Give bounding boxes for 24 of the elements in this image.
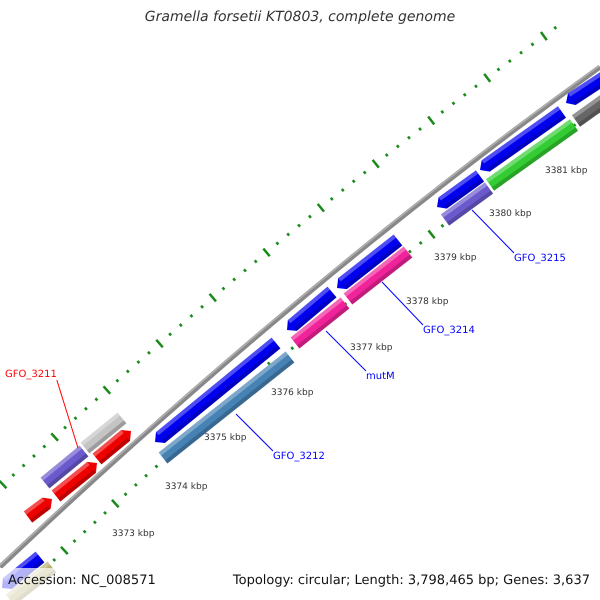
scale-label: 3375 kbp [204, 433, 246, 443]
gene-name-label: mutM [366, 371, 395, 382]
leader-line [382, 282, 424, 326]
leader-line [56, 380, 78, 448]
scale-label: 3379 kbp [434, 253, 476, 263]
gene-name-label: GFO_3211 [5, 369, 57, 380]
scale-label: 3380 kbp [489, 209, 532, 219]
scale-label: 3378 kbp [406, 297, 448, 307]
gene-name-label: GFO_3215 [514, 253, 566, 264]
leader-line [472, 210, 514, 254]
title: Gramella forsetii KT0803, complete genome [144, 9, 456, 25]
gene-segment [290, 298, 350, 348]
leader-line [236, 414, 274, 452]
scale-label: 3376 kbp [271, 388, 314, 398]
accession-label: Accession: NC_008571 [8, 573, 156, 588]
gene-name-label: GFO_3212 [273, 451, 325, 462]
scale-label: 3377 kbp [350, 343, 392, 353]
gene-name-label: GFO_3214 [423, 325, 475, 336]
scale-label: 3374 kbp [165, 482, 208, 492]
scale-label: 3381 kbp [545, 166, 588, 176]
scale-label: 3373 kbp [112, 529, 154, 539]
genome-summary: Topology: circular; Length: 3,798,465 bp; Genes: 3,637 [232, 573, 590, 588]
gene-segment [40, 446, 88, 488]
leader-line [326, 330, 366, 372]
